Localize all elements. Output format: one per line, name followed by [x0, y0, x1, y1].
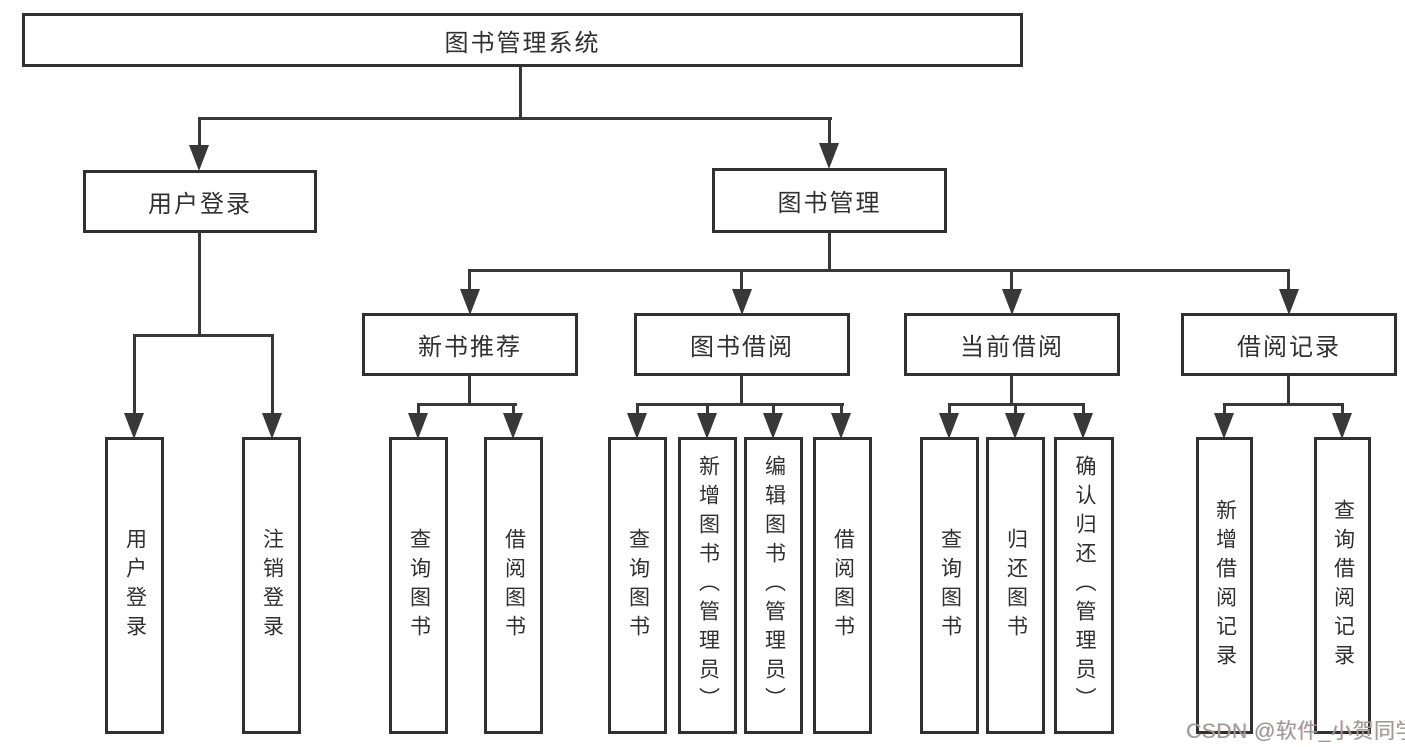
leaf-confirm-return-admin: 确认归还（管理员） — [1054, 437, 1114, 734]
leaf-label: 查询借阅记录 — [1331, 498, 1355, 673]
connector-line — [1010, 375, 1013, 406]
connector-line — [772, 403, 775, 415]
connector-line — [740, 269, 743, 290]
arrow-down-icon — [1002, 289, 1022, 315]
node-label: 借阅记录 — [1237, 334, 1341, 361]
connector-line — [468, 269, 471, 290]
node-book-borrowing: 图书借阅 — [634, 313, 850, 376]
connector-line — [198, 232, 201, 336]
connector-line — [468, 269, 1290, 272]
connector-line — [1223, 403, 1226, 415]
connector-line — [519, 66, 522, 118]
leaf-label: 借阅图书 — [831, 527, 855, 644]
arrow-down-icon — [1214, 413, 1234, 439]
connector-line — [706, 403, 709, 415]
leaf-borrow-books-borrowing: 借阅图书 — [813, 437, 872, 734]
connector-line — [512, 403, 515, 415]
leaf-add-books-admin: 新增图书（管理员） — [678, 437, 737, 734]
connector-line — [198, 117, 832, 120]
arrow-down-icon — [124, 413, 144, 439]
leaf-return-books: 归还图书 — [986, 437, 1045, 734]
leaf-query-borrow-record: 查询借阅记录 — [1314, 437, 1371, 734]
arrow-down-icon — [262, 413, 282, 439]
leaf-add-borrow-record: 新增借阅记录 — [1196, 437, 1253, 734]
leaf-query-books-recommend: 查询图书 — [389, 437, 448, 734]
arrow-down-icon — [627, 413, 647, 439]
leaf-label: 新增图书（管理员） — [696, 455, 720, 716]
connector-line — [1287, 375, 1290, 406]
connector-line — [740, 375, 743, 406]
connector-line — [133, 334, 274, 337]
connector-line — [1341, 403, 1344, 415]
arrow-down-icon — [1332, 413, 1352, 439]
arrow-down-icon — [697, 413, 717, 439]
connector-line — [271, 334, 274, 415]
leaf-label: 用户登录 — [123, 527, 147, 644]
connector-line — [840, 403, 843, 415]
node-book-management: 图书管理 — [712, 168, 947, 233]
arrow-down-icon — [763, 413, 783, 439]
leaf-label: 编辑图书（管理员） — [762, 455, 786, 716]
leaf-label: 确认归还（管理员） — [1073, 455, 1096, 716]
connector-line — [1010, 269, 1013, 290]
node-label: 图书管理系统 — [444, 29, 601, 57]
leaf-label: 查询图书 — [407, 527, 431, 644]
arrow-down-icon — [408, 413, 428, 439]
arrow-down-icon — [1073, 413, 1093, 439]
connector-line — [636, 403, 639, 415]
leaf-borrow-books-recommend: 借阅图书 — [484, 437, 543, 734]
node-label: 图书管理 — [777, 190, 882, 217]
leaf-edit-books-admin: 编辑图书（管理员） — [744, 437, 803, 734]
node-borrowing-records: 借阅记录 — [1181, 313, 1397, 376]
leaf-user-login: 用户登录 — [105, 437, 164, 734]
leaf-label: 新增借阅记录 — [1213, 498, 1237, 673]
connector-line — [1223, 403, 1343, 406]
arrow-down-icon — [1005, 413, 1025, 439]
leaf-query-books-borrowing: 查询图书 — [608, 437, 667, 734]
node-label: 用户登录 — [148, 191, 252, 218]
arrow-down-icon — [1279, 289, 1299, 315]
arrow-down-icon — [503, 413, 523, 439]
connector-line — [828, 232, 831, 272]
node-current-borrowing: 当前借阅 — [904, 313, 1120, 376]
connector-line — [828, 117, 831, 146]
node-label: 新书推荐 — [418, 334, 522, 361]
node-new-book-recommendation: 新书推荐 — [362, 313, 578, 376]
arrow-down-icon — [939, 413, 959, 439]
node-label: 当前借阅 — [960, 334, 1064, 361]
leaf-label: 借阅图书 — [502, 527, 526, 644]
leaf-label: 查询图书 — [938, 527, 962, 644]
arrow-down-icon — [732, 289, 752, 315]
watermark: CSDN @软件_小贺同学 — [1186, 720, 1405, 743]
leaf-label: 查询图书 — [626, 527, 650, 644]
arrow-down-icon — [189, 145, 209, 171]
arrow-down-icon — [831, 413, 851, 439]
leaf-logout-login: 注销登录 — [242, 437, 301, 734]
arrow-down-icon — [460, 289, 480, 315]
connector-line — [1287, 269, 1290, 290]
node-library-management-system: 图书管理系统 — [22, 13, 1023, 67]
connector-line — [948, 403, 951, 415]
connector-line — [133, 334, 136, 415]
connector-line — [417, 403, 420, 415]
node-label: 图书借阅 — [690, 334, 794, 361]
connector-line — [417, 403, 517, 406]
leaf-query-books-current: 查询图书 — [920, 437, 979, 734]
connector-line — [1082, 403, 1085, 415]
node-user-login: 用户登录 — [83, 170, 317, 233]
leaf-label: 注销登录 — [260, 527, 284, 644]
connector-line — [636, 403, 844, 406]
connector-line — [1014, 403, 1017, 415]
leaf-label: 归还图书 — [1004, 527, 1028, 644]
arrow-down-icon — [819, 143, 839, 169]
connector-line — [198, 117, 201, 148]
connector-line — [468, 375, 471, 406]
